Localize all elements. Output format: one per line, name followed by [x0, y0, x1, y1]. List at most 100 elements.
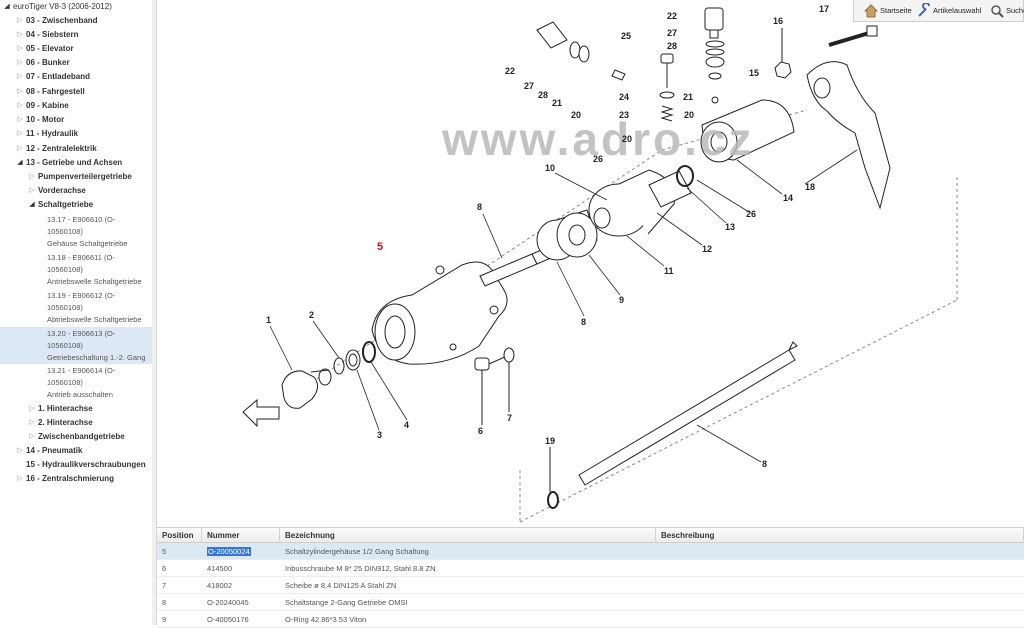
tree-item-vorderachse[interactable]: ▷Vorderachse	[0, 184, 156, 198]
callout-28b[interactable]: 28	[667, 41, 677, 51]
callout-9[interactable]: 9	[619, 295, 624, 305]
collapsed-arrow-icon[interactable]: ▷	[17, 116, 23, 123]
table-row[interactable]: 6 414500 Inbusschraube M 8* 25 DIN912, S…	[157, 560, 1024, 577]
tree-leaf-13-17[interactable]: 13.17 - E906610 (O- 10560108) Gehäuse Sc…	[47, 215, 128, 248]
tree-item-1-hinterachse[interactable]: ▷1. Hinterachse	[0, 402, 156, 416]
callout-22a[interactable]: 22	[505, 66, 515, 76]
callout-8a[interactable]: 8	[477, 202, 482, 212]
callout-21a[interactable]: 21	[552, 98, 562, 108]
tree-item-11[interactable]: ▷11 - Hydraulik	[0, 127, 156, 141]
table-row[interactable]: 8 O-20240045 Schaltstange 2-Gang Getrieb…	[157, 594, 1024, 611]
callout-22b[interactable]: 22	[667, 11, 677, 21]
part-number-highlight[interactable]: O-20050024	[207, 547, 251, 556]
callout-20c[interactable]: 20	[622, 134, 632, 144]
callout-23[interactable]: 23	[619, 110, 629, 120]
collapsed-arrow-icon[interactable]: ▷	[29, 433, 35, 440]
callout-3[interactable]: 3	[377, 430, 382, 440]
callout-26a[interactable]: 26	[593, 154, 603, 164]
callout-1[interactable]: 1	[266, 315, 271, 325]
tree-item-schaltgetriebe[interactable]: ◢Schaltgetriebe	[0, 198, 156, 212]
table-row[interactable]: 9 O-40050176 O-Ring 42.86*3.53 Viton	[157, 611, 1024, 628]
tree-item-03[interactable]: ▷03 - Zwischenband	[0, 14, 156, 28]
callout-27a[interactable]: 27	[524, 81, 534, 91]
callout-15[interactable]: 15	[749, 68, 759, 78]
callout-19[interactable]: 19	[545, 436, 555, 446]
parts-table: Position Nummer Bezeichnung Beschreibung…	[157, 527, 1024, 628]
sidebar-scrollbar[interactable]	[152, 0, 156, 625]
tree-item-12[interactable]: ▷12 - Zentralelektrik	[0, 142, 156, 156]
tree-item-04[interactable]: ▷04 - Siebstern	[0, 28, 156, 42]
callout-14[interactable]: 14	[783, 193, 793, 203]
collapsed-arrow-icon[interactable]: ▷	[17, 102, 23, 109]
callout-26b[interactable]: 26	[746, 209, 756, 219]
tree-item-15[interactable]: 15 - Hydraulikverschraubungen	[26, 460, 146, 469]
tree-item-06[interactable]: ▷06 - Bunker	[0, 56, 156, 70]
callout-4[interactable]: 4	[404, 420, 409, 430]
tree-item-pumpenverteilergetriebe[interactable]: ▷Pumpenverteilergetriebe	[0, 170, 156, 184]
collapsed-arrow-icon[interactable]: ▷	[17, 145, 23, 152]
collapsed-arrow-icon[interactable]: ▷	[17, 17, 23, 24]
tree-leaf-13-18[interactable]: 13.18 - E906611 (O- 10560108) Antriebswe…	[47, 253, 142, 286]
tree-item-zwischenbandgetriebe[interactable]: ▷Zwischenbandgetriebe	[0, 430, 156, 444]
callout-10[interactable]: 10	[545, 163, 555, 173]
view-c-arrow-icon	[242, 398, 280, 428]
part-8-shaft-upper	[479, 247, 552, 287]
col-header-number[interactable]: Nummer	[202, 528, 280, 543]
collapsed-arrow-icon[interactable]: ▷	[17, 31, 23, 38]
tree-item-14[interactable]: ▷14 - Pneumatik	[0, 444, 156, 458]
tree-leaf-13-21[interactable]: 13.21 - E906614 (O- 10560108) Antrieb au…	[47, 366, 116, 399]
collapsed-arrow-icon[interactable]: ▷	[29, 405, 35, 412]
tree-item-13[interactable]: ◢13 - Getriebe und Achsen	[0, 156, 156, 170]
callout-11[interactable]: 11	[664, 266, 674, 276]
callout-5[interactable]: 5	[377, 241, 383, 253]
callout-20a[interactable]: 20	[571, 110, 581, 120]
tree-item-08[interactable]: ▷08 - Fahrgestell	[0, 85, 156, 99]
collapsed-arrow-icon[interactable]: ▷	[17, 73, 23, 80]
callout-21b[interactable]: 21	[683, 92, 693, 102]
collapsed-arrow-icon[interactable]: ▷	[17, 88, 23, 95]
callout-17[interactable]: 17	[819, 4, 829, 14]
collapsed-arrow-icon[interactable]: ▷	[29, 187, 35, 194]
tree-root[interactable]: ◢ euroTiger V8-3 (2006-2012)	[0, 0, 156, 14]
tree-item-10[interactable]: ▷10 - Motor	[0, 113, 156, 127]
tree-item-2-hinterachse[interactable]: ▷2. Hinterachse	[0, 416, 156, 430]
callout-24[interactable]: 24	[619, 92, 629, 102]
callout-8b[interactable]: 8	[581, 317, 586, 327]
callout-8c[interactable]: 8	[762, 459, 767, 469]
expanded-arrow-icon[interactable]: ◢	[29, 201, 35, 208]
collapsed-arrow-icon[interactable]: ▷	[29, 419, 35, 426]
collapsed-arrow-icon[interactable]: ▷	[17, 130, 23, 137]
collapsed-arrow-icon[interactable]: ▷	[17, 475, 23, 482]
part-4-oring	[362, 341, 376, 363]
callout-25[interactable]: 25	[621, 31, 631, 41]
tree-item-16[interactable]: ▷16 - Zentralschmierung	[0, 472, 156, 486]
callout-6[interactable]: 6	[478, 426, 483, 436]
col-header-description[interactable]: Beschreibung	[656, 528, 1024, 543]
col-header-designation[interactable]: Bezeichnung	[280, 528, 656, 543]
callout-16[interactable]: 16	[773, 16, 783, 26]
callout-12[interactable]: 12	[702, 244, 712, 254]
part-1-knob	[281, 368, 332, 409]
expanded-arrow-icon[interactable]: ◢	[17, 159, 23, 166]
callout-18[interactable]: 18	[805, 182, 815, 192]
col-header-position[interactable]: Position	[157, 528, 202, 543]
part-17-bolt	[828, 25, 878, 47]
collapsed-arrow-icon[interactable]: ▷	[17, 45, 23, 52]
callout-27b[interactable]: 27	[667, 28, 677, 38]
table-row-selected[interactable]: 5 O-20050024 Schaltzylindergehäuse 1/2 G…	[157, 543, 1024, 560]
tree-item-07[interactable]: ▷07 - Entladeband	[0, 70, 156, 84]
callout-2[interactable]: 2	[309, 310, 314, 320]
tree-leaf-13-20-selected[interactable]: 13.20 - E906613 (O- 10560108) Getriebesc…	[0, 327, 156, 364]
callout-13[interactable]: 13	[725, 222, 735, 232]
tree-leaf-13-19[interactable]: 13.19 - E906612 (O- 10560108) Abtriebswe…	[47, 291, 142, 324]
callout-20b[interactable]: 20	[684, 110, 694, 120]
collapsed-arrow-icon[interactable]: ▷	[17, 447, 23, 454]
callout-28a[interactable]: 28	[538, 90, 548, 100]
callout-7[interactable]: 7	[507, 413, 512, 423]
tree-item-05[interactable]: ▷05 - Elevator	[0, 42, 156, 56]
tree-item-09[interactable]: ▷09 - Kabine	[0, 99, 156, 113]
collapsed-arrow-icon[interactable]: ▷	[17, 59, 23, 66]
expanded-arrow-icon[interactable]: ◢	[4, 3, 10, 10]
collapsed-arrow-icon[interactable]: ▷	[29, 173, 35, 180]
table-row[interactable]: 7 418002 Scheibe ø 8,4 DIN125 A Stahl ZN	[157, 577, 1024, 594]
